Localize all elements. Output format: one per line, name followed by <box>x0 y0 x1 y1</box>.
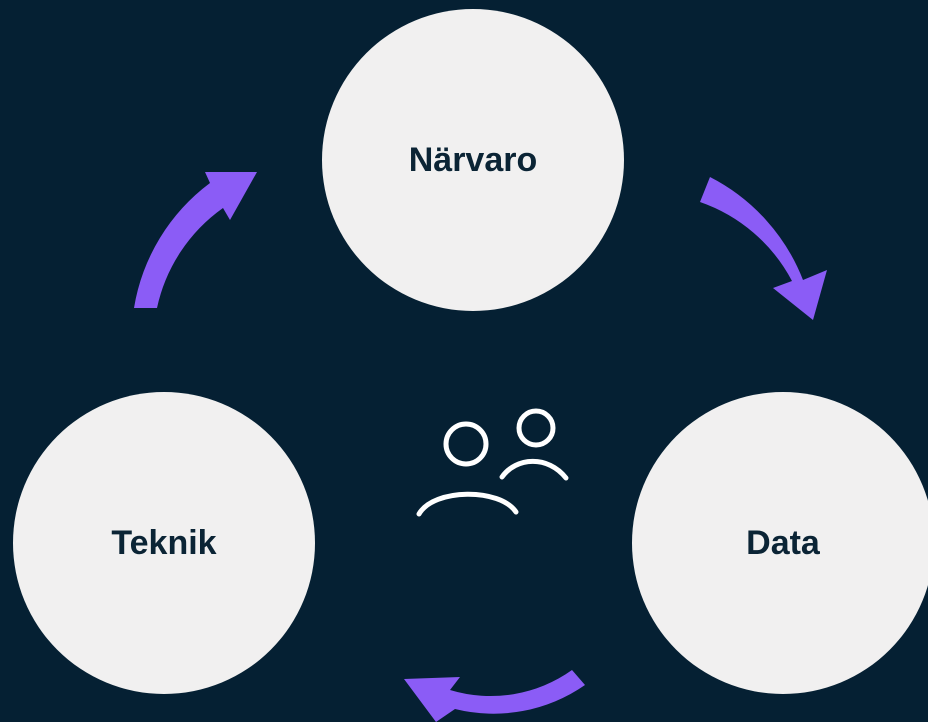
node-label: Teknik <box>111 523 217 562</box>
arrow-teknik-to-narvaro <box>134 172 257 308</box>
node-label: Data <box>746 523 820 562</box>
arrow-narvaro-to-data <box>700 177 827 320</box>
node-data: Data <box>632 392 928 694</box>
users-icon <box>416 408 569 517</box>
node-narvaro: Närvaro <box>322 9 624 311</box>
arrow-data-to-teknik <box>404 670 585 722</box>
node-label: Närvaro <box>408 140 538 179</box>
node-teknik: Teknik <box>13 392 315 694</box>
